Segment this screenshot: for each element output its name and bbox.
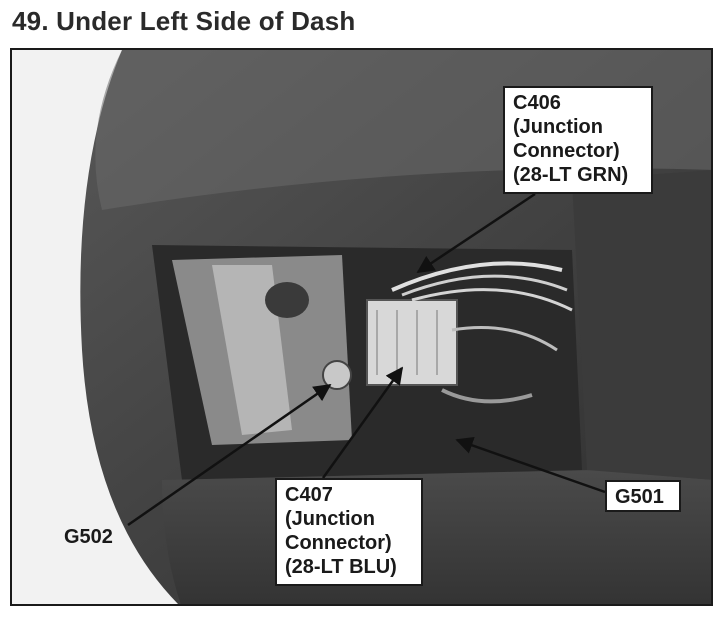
page-title: 49. Under Left Side of Dash <box>12 6 356 36</box>
c406-line-2: (Junction <box>513 116 603 138</box>
c407-line-4: (28-LT BLU) <box>285 556 397 578</box>
c406-line-4: (28-LT GRN) <box>513 164 629 186</box>
c406-line-1: C406 <box>513 92 561 114</box>
c406-callout: C406 (Junction Connector) (28-LT GRN) <box>503 86 653 194</box>
g502-callout: G502 <box>56 522 132 554</box>
c407-line-1: C407 <box>285 484 333 506</box>
g501-callout: G501 <box>605 480 681 512</box>
c407-callout: C407 (Junction Connector) (28-LT BLU) <box>275 478 423 586</box>
g502-label: G502 <box>64 526 113 548</box>
c407-line-3: Connector) <box>285 532 392 554</box>
g501-label: G501 <box>615 486 664 508</box>
c406-line-3: Connector) <box>513 140 620 162</box>
c407-line-2: (Junction <box>285 508 375 530</box>
